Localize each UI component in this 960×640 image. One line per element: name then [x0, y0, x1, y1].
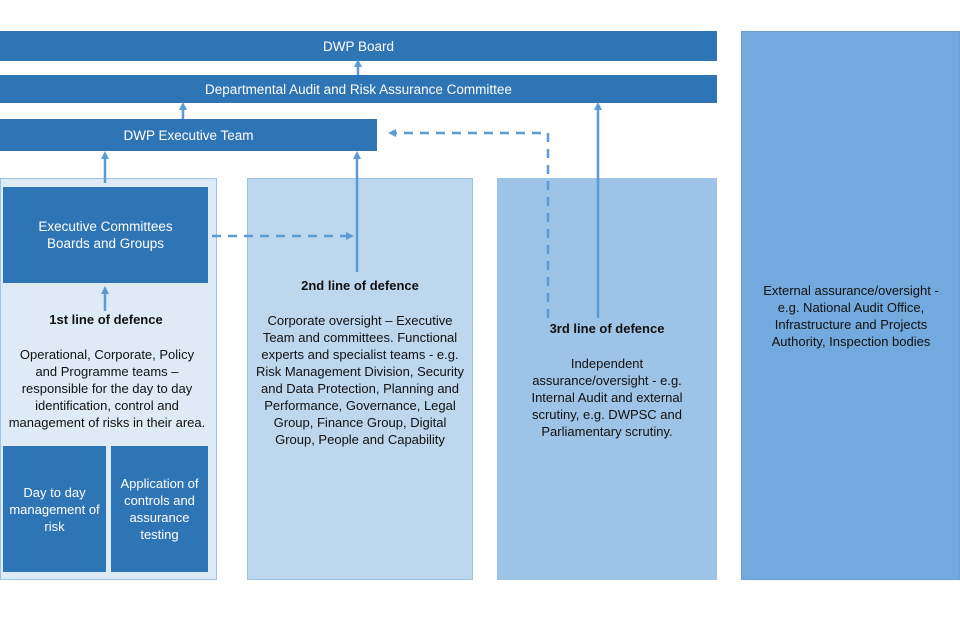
third-line-panel	[497, 178, 717, 580]
dwp-board-label: DWP Board	[322, 38, 395, 54]
dashed-third-to-exec	[388, 129, 550, 318]
audit-committee-bar: Departmental Audit and Risk Assurance Co…	[0, 75, 717, 103]
dwp-board-bar: DWP Board	[0, 31, 717, 61]
external-body: External assurance/oversight - e.g. Nati…	[763, 283, 939, 349]
executive-team-bar: DWP Executive Team	[0, 119, 377, 151]
controls-assurance-box: Application of controls and assurance te…	[111, 446, 208, 572]
third-line-heading: 3rd line of defence	[549, 321, 665, 336]
audit-committee-label: Departmental Audit and Risk Assurance Co…	[205, 81, 512, 97]
day-to-day-label: Day to day management of risk	[9, 484, 100, 534]
executive-team-label: DWP Executive Team	[123, 127, 254, 143]
first-line-body: Operational, Corporate, Policy and Progr…	[8, 347, 206, 430]
second-line-panel	[247, 178, 473, 580]
second-line-body: Corporate oversight – Executive Team and…	[255, 313, 465, 447]
executive-committees-label: Executive Committees Boards and Groups	[38, 219, 173, 251]
second-line-heading: 2nd line of defence	[301, 278, 419, 293]
day-to-day-box: Day to day management of risk	[3, 446, 106, 572]
external-panel	[741, 31, 960, 580]
executive-committees-box: Executive Committees Boards and Groups	[3, 187, 208, 283]
controls-assurance-label: Application of controls and assurance te…	[120, 476, 199, 542]
third-line-body: Independent assurance/oversight - e.g. I…	[531, 356, 683, 439]
first-line-heading: 1st line of defence	[49, 312, 163, 327]
